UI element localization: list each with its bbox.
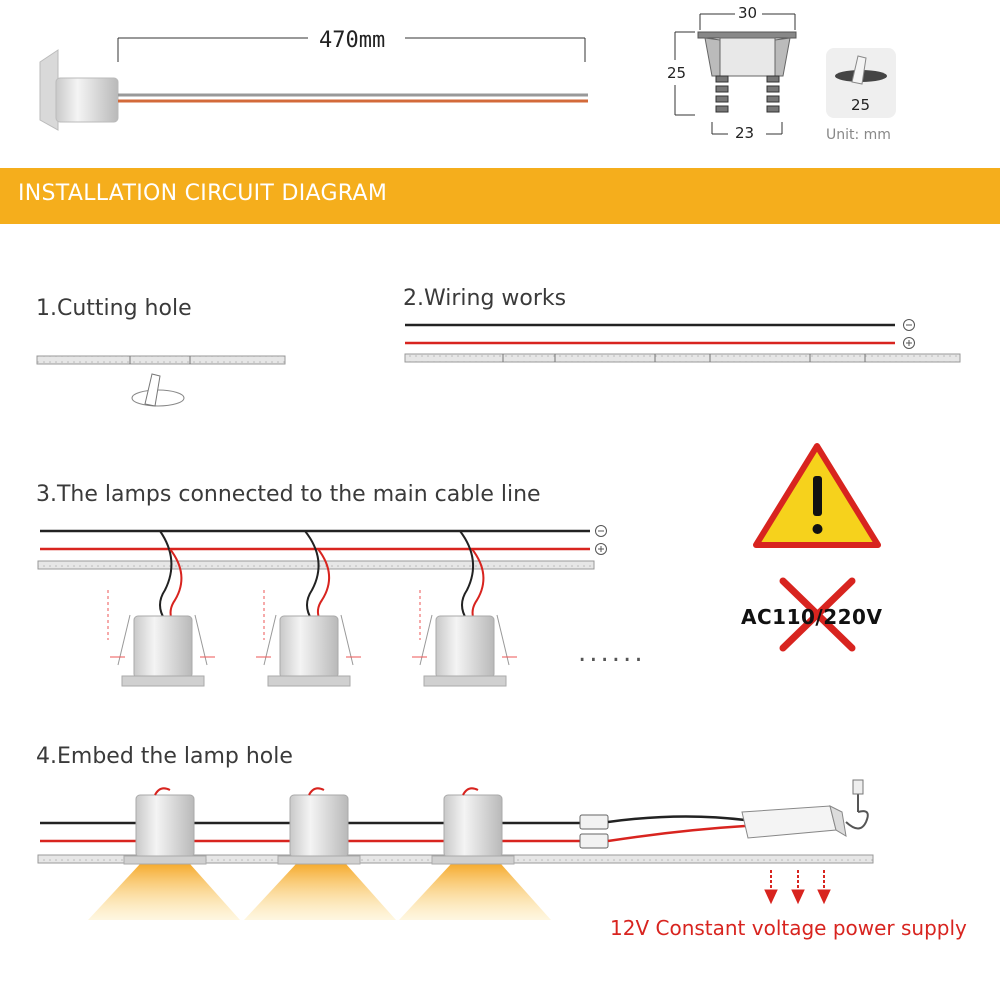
prohibited-cross-icon	[779, 577, 856, 652]
step4-lamp	[431, 787, 515, 865]
dimension-drawing	[674, 13, 797, 135]
step2-title: 2.Wiring works	[403, 286, 567, 311]
unit-label: Unit: mm	[826, 127, 891, 143]
wire-connector	[579, 814, 609, 849]
section-banner	[0, 168, 1000, 224]
step4-title: 4.Embed the lamp hole	[36, 744, 293, 769]
step3-lamp	[256, 530, 361, 687]
step3-illustration	[37, 525, 607, 687]
power-driver	[741, 805, 847, 839]
lamp-with-cable	[39, 37, 588, 131]
step4-illustration	[37, 779, 874, 920]
cable-length-label: 470mm	[313, 28, 392, 53]
step1-title: 1.Cutting hole	[36, 296, 192, 321]
warning-icon	[753, 443, 881, 548]
power-supply-label: 12V Constant voltage power supply	[610, 916, 967, 940]
banner-title: INSTALLATION CIRCUIT DIAGRAM	[18, 181, 388, 206]
step3-lamp	[107, 530, 215, 687]
step3-lamp	[412, 530, 517, 687]
supply-arrows	[764, 870, 831, 905]
hole-size-icon	[826, 48, 896, 118]
dim-side-label: 25	[667, 64, 687, 82]
step3-title: 3.The lamps connected to the main cable …	[36, 482, 541, 507]
step1-illustration	[36, 355, 286, 407]
hole-size-label: 25	[851, 96, 871, 114]
step2-illustration	[404, 319, 961, 363]
dim-top-label: 30	[738, 4, 758, 22]
step4-lamp	[123, 787, 207, 865]
dim-bottom-label: 23	[735, 124, 755, 142]
ac-voltage-label: AC110/220V	[741, 605, 883, 629]
more-lamps-ellipsis: ......	[578, 638, 646, 668]
step4-lamp	[277, 787, 361, 865]
